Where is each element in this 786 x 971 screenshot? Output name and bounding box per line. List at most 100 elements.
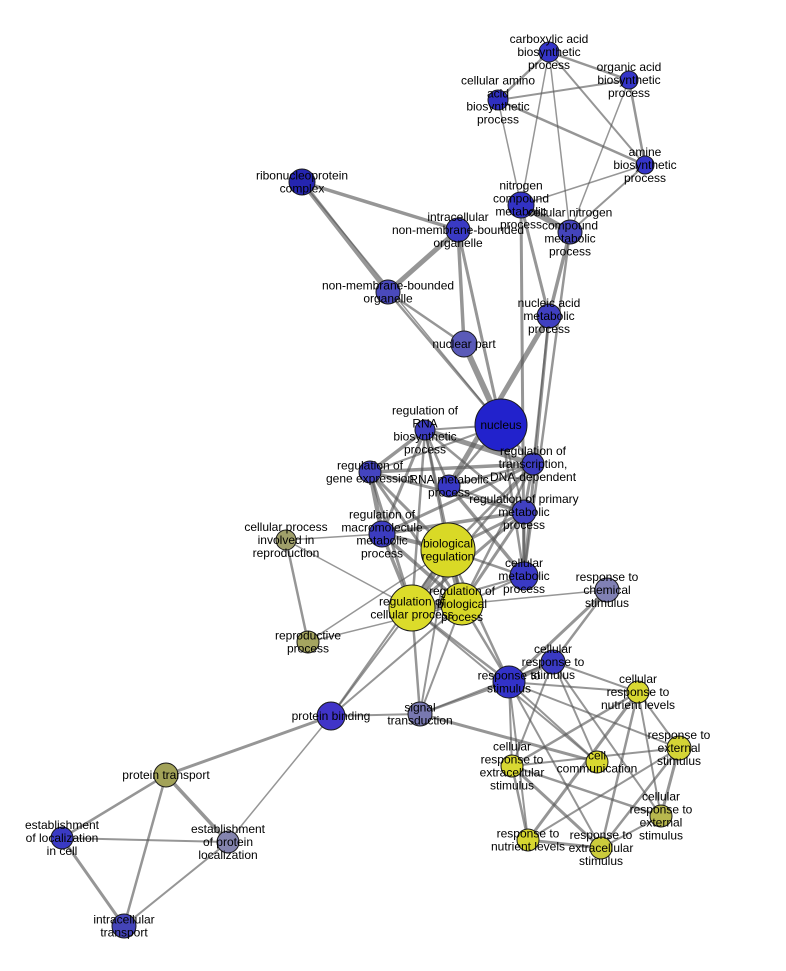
node-estloc[interactable] [50,826,74,850]
edge-intranmb-nucleus [456,228,503,427]
edge-cellextra-respnutri [510,764,530,842]
edge-repro-bioreg [307,549,449,643]
node-cellcomm[interactable] [585,750,609,774]
edge-amino-amine [496,98,647,167]
node-bioreg[interactable] [420,522,476,578]
edge-carbox-nitrogen [520,51,550,206]
node-amino[interactable] [487,89,509,111]
node-regtrans[interactable] [521,452,545,476]
node-regprim[interactable] [511,499,537,525]
node-regmacro[interactable] [368,520,396,548]
node-protbind[interactable] [316,701,346,731]
edge-prottrans-estprot [164,773,230,844]
edge-regrna-regtrans [422,427,536,467]
node-nucacid[interactable] [536,303,562,329]
edge-carbox-amino [496,50,551,102]
node-respstim[interactable] [492,665,526,699]
edge-cellnutri-respextra [599,690,640,850]
edge-cellnutri-cellrespext [637,691,662,817]
edge-estloc-intratrans [60,836,126,928]
edge-protbind-sigtrans [330,713,421,717]
edge-cellextra-cellrespext [510,764,663,818]
edge-cellcomm-cellresp [552,661,598,763]
node-rnamet[interactable] [437,474,461,498]
node-nucpart[interactable] [450,330,478,358]
edge-respext-respextra [599,746,681,850]
edge-respstim-cellnutri [508,681,639,693]
edge-prottrans-estloc [60,773,168,840]
edge-chem-respstim [507,588,609,684]
node-nucleus[interactable] [474,398,528,452]
node-cellresp[interactable] [540,649,566,675]
edges-layer [60,50,681,928]
node-cellnutri[interactable] [626,680,650,704]
node-intranmb[interactable] [445,217,471,243]
edge-intranmb-nucpart [456,228,466,346]
edge-repro-regbio [307,603,463,643]
node-organic[interactable] [619,70,639,90]
edge-regtrans-regcell [410,462,535,610]
edge-cellnutri-respnutri [526,690,640,842]
edge-chem-regbio [461,589,608,605]
edge-intranmb-nmb [385,227,461,295]
edge-estprot-protbind [227,715,332,843]
edge-respstim-respextra [508,681,602,849]
edge-regtrans-rnamet [447,462,535,488]
edge-estloc-estprot [61,837,229,843]
edge-reggene-regbio [368,470,464,606]
edge-regtrans-reggene [368,462,535,474]
edge-nitrogen-nucacid [519,203,551,318]
edge-cellextra-respextra [510,764,603,850]
node-reggene[interactable] [358,460,382,484]
node-carbox[interactable] [538,41,560,63]
edge-cellnitro-cellmet [522,230,572,578]
node-regbio[interactable] [440,582,484,626]
node-amine[interactable] [635,155,655,175]
edge-amine-nitrogen [520,164,646,206]
edge-nmb-nucpart [386,290,466,346]
node-cellmet[interactable] [509,561,539,591]
edge-cellresp-cellextra [511,661,554,767]
edge-regtrans-regmacro [380,462,535,536]
node-ribo[interactable] [288,168,316,196]
edge-carbox-amine [548,51,646,166]
node-nmb[interactable] [375,279,401,305]
edge-carbox-organic [547,50,631,82]
node-cellnitro[interactable] [557,219,583,245]
edge-organic-amino [497,79,630,101]
edge-cellcomm-sigtrans [418,712,599,764]
node-intratrans[interactable] [111,913,137,939]
edge-protbind-regbio [330,603,463,717]
node-estprot[interactable] [216,830,240,854]
node-regcell[interactable] [388,584,436,632]
node-respnutri[interactable] [516,828,540,852]
edge-respstim-respext [508,681,680,749]
node-repro[interactable] [296,630,320,654]
edge-cellrepro-regmacro [285,533,383,541]
node-chem[interactable] [594,577,620,603]
node-prottrans[interactable] [153,762,179,788]
node-cellrepro[interactable] [275,529,297,551]
edge-cellresp-cellnutri [552,661,639,693]
edge-prottrans-intratrans [122,773,168,928]
node-cellrespext[interactable] [649,804,673,828]
edge-amino-nitrogen [497,99,522,206]
edge-cellnitro-nucacid [547,230,572,318]
edge-sigtrans-bioreg [419,549,449,715]
node-sigtrans[interactable] [407,701,433,727]
edge-estprot-intratrans [123,841,229,927]
edge-organic-amine [627,78,647,167]
node-nitrogen[interactable] [507,191,535,219]
node-respext[interactable] [666,735,692,761]
edge-protbind-bioreg [330,549,449,717]
node-respextra[interactable] [589,836,613,860]
node-cellextra[interactable] [500,754,524,778]
node-regrna[interactable] [414,419,436,441]
edge-rnamet-regprim [448,485,525,513]
edge-nmb-nucleus [386,290,503,427]
edge-amine-cellnitro [569,164,646,233]
edge-ribo-intranmb [300,180,460,232]
